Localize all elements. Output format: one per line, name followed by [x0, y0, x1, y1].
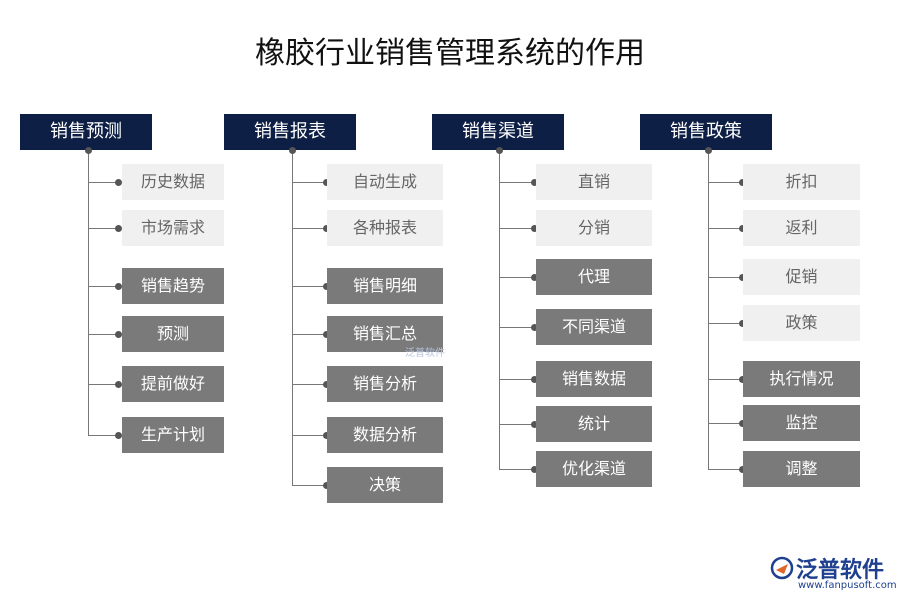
logo-url: www.fanpusoft.com	[798, 580, 897, 591]
logo-icon	[770, 556, 794, 580]
item-box: 销售分析	[327, 366, 443, 402]
connector-dot	[739, 320, 746, 327]
logo-text: 泛普软件	[796, 558, 885, 583]
connector-dot	[739, 376, 746, 383]
connector-branch	[499, 277, 534, 278]
item-box: 销售汇总	[327, 316, 443, 352]
connector-dot	[115, 381, 122, 388]
connector-branch	[499, 327, 534, 328]
connector-dot	[705, 147, 712, 154]
connector-branch	[708, 423, 742, 424]
item-box: 自动生成	[327, 164, 443, 200]
connector-branch	[292, 286, 326, 287]
item-box: 生产计划	[122, 417, 224, 453]
connector-dot	[115, 283, 122, 290]
category-header: 销售政策	[640, 114, 772, 150]
connector-trunk	[88, 150, 89, 435]
item-box: 返利	[743, 210, 860, 246]
connector-branch	[88, 334, 118, 335]
item-box: 决策	[327, 467, 443, 503]
connector-dot	[323, 331, 330, 338]
category-header: 销售渠道	[432, 114, 564, 150]
connector-trunk	[499, 150, 500, 469]
connector-branch	[88, 435, 118, 436]
connector-dot	[739, 274, 746, 281]
connector-dot	[496, 147, 503, 154]
connector-dot	[115, 179, 122, 186]
connector-branch	[88, 182, 118, 183]
connector-branch	[292, 485, 326, 486]
connector-branch	[499, 182, 534, 183]
connector-dot	[115, 432, 122, 439]
connector-dot	[85, 147, 92, 154]
connector-dot	[531, 179, 538, 186]
connector-branch	[499, 424, 534, 425]
connector-dot	[323, 179, 330, 186]
watermark: 泛普软件	[405, 348, 445, 359]
connector-branch	[292, 182, 326, 183]
connector-dot	[323, 381, 330, 388]
item-box: 执行情况	[743, 361, 860, 397]
item-box: 历史数据	[122, 164, 224, 200]
connector-dot	[531, 421, 538, 428]
item-box: 统计	[536, 406, 652, 442]
connector-branch	[88, 384, 118, 385]
connector-dot	[323, 482, 330, 489]
connector-branch	[292, 228, 326, 229]
connector-branch	[708, 469, 742, 470]
brand-logo: 泛普软件 www.fanpusoft.com	[770, 552, 897, 596]
item-box: 促销	[743, 259, 860, 295]
item-box: 折扣	[743, 164, 860, 200]
connector-dot	[531, 225, 538, 232]
item-box: 销售趋势	[122, 268, 224, 304]
connector-branch	[708, 323, 742, 324]
connector-dot	[115, 225, 122, 232]
connector-trunk	[708, 150, 709, 469]
connector-branch	[292, 334, 326, 335]
item-box: 代理	[536, 259, 652, 295]
item-box: 预测	[122, 316, 224, 352]
connector-dot	[739, 420, 746, 427]
connector-dot	[323, 283, 330, 290]
connector-branch	[708, 379, 742, 380]
connector-branch	[499, 379, 534, 380]
connector-branch	[88, 286, 118, 287]
item-box: 直销	[536, 164, 652, 200]
connector-dot	[289, 147, 296, 154]
connector-branch	[499, 228, 534, 229]
category-header: 销售报表	[224, 114, 356, 150]
item-box: 分销	[536, 210, 652, 246]
connector-dot	[115, 331, 122, 338]
category-header: 销售预测	[20, 114, 152, 150]
connector-dot	[531, 376, 538, 383]
connector-dot	[739, 179, 746, 186]
item-box: 数据分析	[327, 417, 443, 453]
item-box: 销售明细	[327, 268, 443, 304]
diagram-title: 橡胶行业销售管理系统的作用	[255, 36, 645, 71]
connector-branch	[708, 182, 742, 183]
item-box: 提前做好	[122, 366, 224, 402]
item-box: 监控	[743, 405, 860, 441]
connector-dot	[323, 225, 330, 232]
connector-branch	[292, 384, 326, 385]
item-box: 各种报表	[327, 210, 443, 246]
connector-trunk	[292, 150, 293, 485]
connector-branch	[88, 228, 118, 229]
connector-dot	[739, 466, 746, 473]
connector-dot	[323, 432, 330, 439]
connector-dot	[739, 225, 746, 232]
connector-branch	[708, 228, 742, 229]
item-box: 市场需求	[122, 210, 224, 246]
connector-branch	[499, 469, 534, 470]
connector-branch	[708, 277, 742, 278]
item-box: 调整	[743, 451, 860, 487]
connector-dot	[531, 324, 538, 331]
connector-dot	[531, 274, 538, 281]
item-box: 销售数据	[536, 361, 652, 397]
connector-branch	[292, 435, 326, 436]
item-box: 优化渠道	[536, 451, 652, 487]
item-box: 不同渠道	[536, 309, 652, 345]
connector-dot	[531, 466, 538, 473]
item-box: 政策	[743, 305, 860, 341]
